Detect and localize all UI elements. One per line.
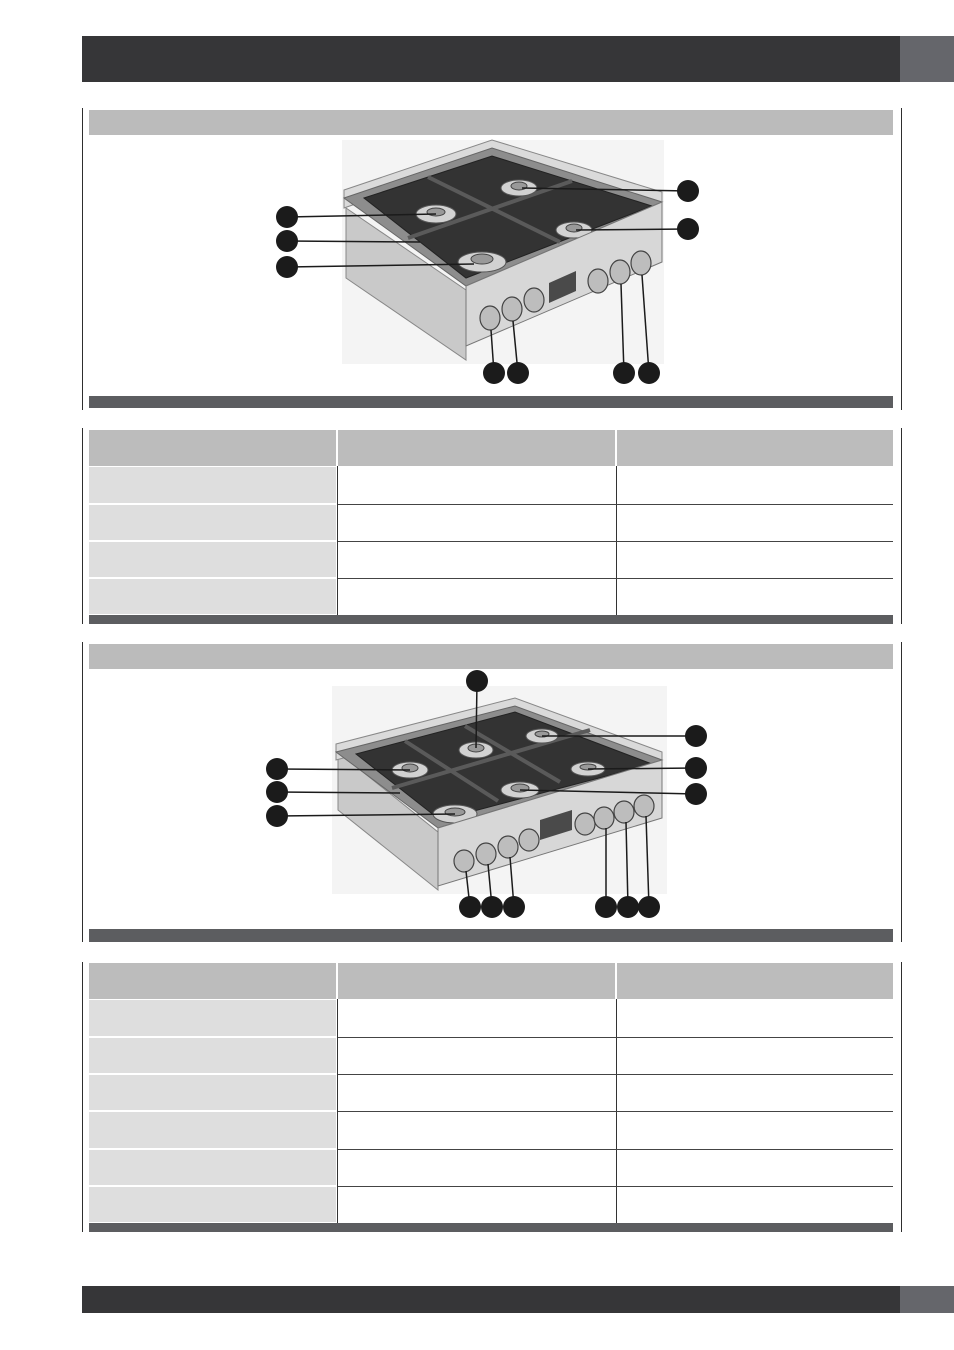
table-cell — [338, 1111, 615, 1149]
column-divider — [337, 999, 338, 1223]
table-row — [89, 504, 893, 541]
row-divider — [338, 1111, 893, 1112]
header-cell — [89, 963, 336, 999]
table-row — [89, 578, 893, 615]
page-header-tab — [900, 36, 954, 82]
column-divider — [337, 466, 338, 615]
table-cell — [338, 1037, 615, 1074]
section-2-footer-band — [89, 929, 893, 942]
four-burner-rangetop-illustration — [276, 139, 699, 384]
spec-table-2 — [89, 963, 893, 1231]
table-cell — [338, 578, 615, 615]
table-row — [89, 1111, 893, 1149]
table-row — [89, 466, 893, 504]
page-footer-text — [82, 1292, 92, 1307]
row-label-cell — [89, 467, 336, 503]
table-cell — [617, 466, 893, 504]
table-header — [89, 963, 893, 999]
row-divider — [338, 1037, 893, 1038]
section-1-footer-band — [89, 396, 893, 408]
row-label-cell — [89, 505, 336, 540]
spec-table-1 — [89, 430, 893, 624]
table-2-frame — [82, 962, 902, 1232]
page-footer-bar — [82, 1286, 900, 1313]
header-cell — [617, 430, 893, 466]
row-label-cell — [89, 542, 336, 577]
page-number-tab — [900, 1286, 954, 1313]
row-label-cell — [89, 579, 336, 614]
table-cell — [338, 504, 615, 541]
table-1-footer-band — [89, 615, 893, 624]
column-divider — [616, 466, 617, 615]
table-cell — [617, 541, 893, 578]
table-header — [89, 430, 893, 466]
table-row — [89, 1149, 893, 1186]
row-label-cell — [89, 1000, 336, 1036]
row-divider — [338, 578, 893, 579]
table-2-footer-band — [89, 1223, 893, 1232]
six-burner-rangetop-illustration — [266, 670, 707, 918]
page-number — [900, 1292, 910, 1307]
table-cell — [338, 1074, 615, 1111]
table-row — [89, 1074, 893, 1111]
table-row — [89, 1186, 893, 1223]
row-label-cell — [89, 1075, 336, 1110]
row-label-cell — [89, 1038, 336, 1073]
table-cell — [617, 999, 893, 1037]
section-1-title — [89, 120, 99, 135]
table-row — [89, 541, 893, 578]
table-cell — [617, 1111, 893, 1149]
table-cell — [617, 1149, 893, 1186]
row-divider — [338, 1149, 893, 1150]
section-1-title-band — [89, 110, 893, 135]
row-divider — [338, 504, 893, 505]
table-cell — [338, 999, 615, 1037]
table-cell — [617, 1186, 893, 1223]
header-cell — [617, 963, 893, 999]
section-2-title — [89, 654, 99, 669]
section-2-title-band — [89, 644, 893, 669]
table-row — [89, 1037, 893, 1074]
table-cell — [338, 1149, 615, 1186]
row-label-cell — [89, 1150, 336, 1185]
table-1-frame — [82, 428, 902, 624]
table-cell — [338, 466, 615, 504]
table-cell — [617, 578, 893, 615]
row-label-cell — [89, 1187, 336, 1222]
table-cell — [617, 504, 893, 541]
section-1-frame — [82, 108, 902, 410]
row-divider — [338, 1074, 893, 1075]
table-row — [89, 999, 893, 1037]
row-divider — [338, 541, 893, 542]
table-cell — [338, 1186, 615, 1223]
table-cell — [617, 1074, 893, 1111]
row-divider — [338, 1186, 893, 1187]
table-cell — [617, 1037, 893, 1074]
page-header-bar — [82, 36, 900, 82]
header-cell — [338, 430, 615, 466]
page-header-text — [82, 46, 92, 61]
table-cell — [338, 541, 615, 578]
header-cell — [338, 963, 615, 999]
row-label-cell — [89, 1112, 336, 1148]
section-2-frame — [82, 642, 902, 942]
header-cell — [89, 430, 336, 466]
